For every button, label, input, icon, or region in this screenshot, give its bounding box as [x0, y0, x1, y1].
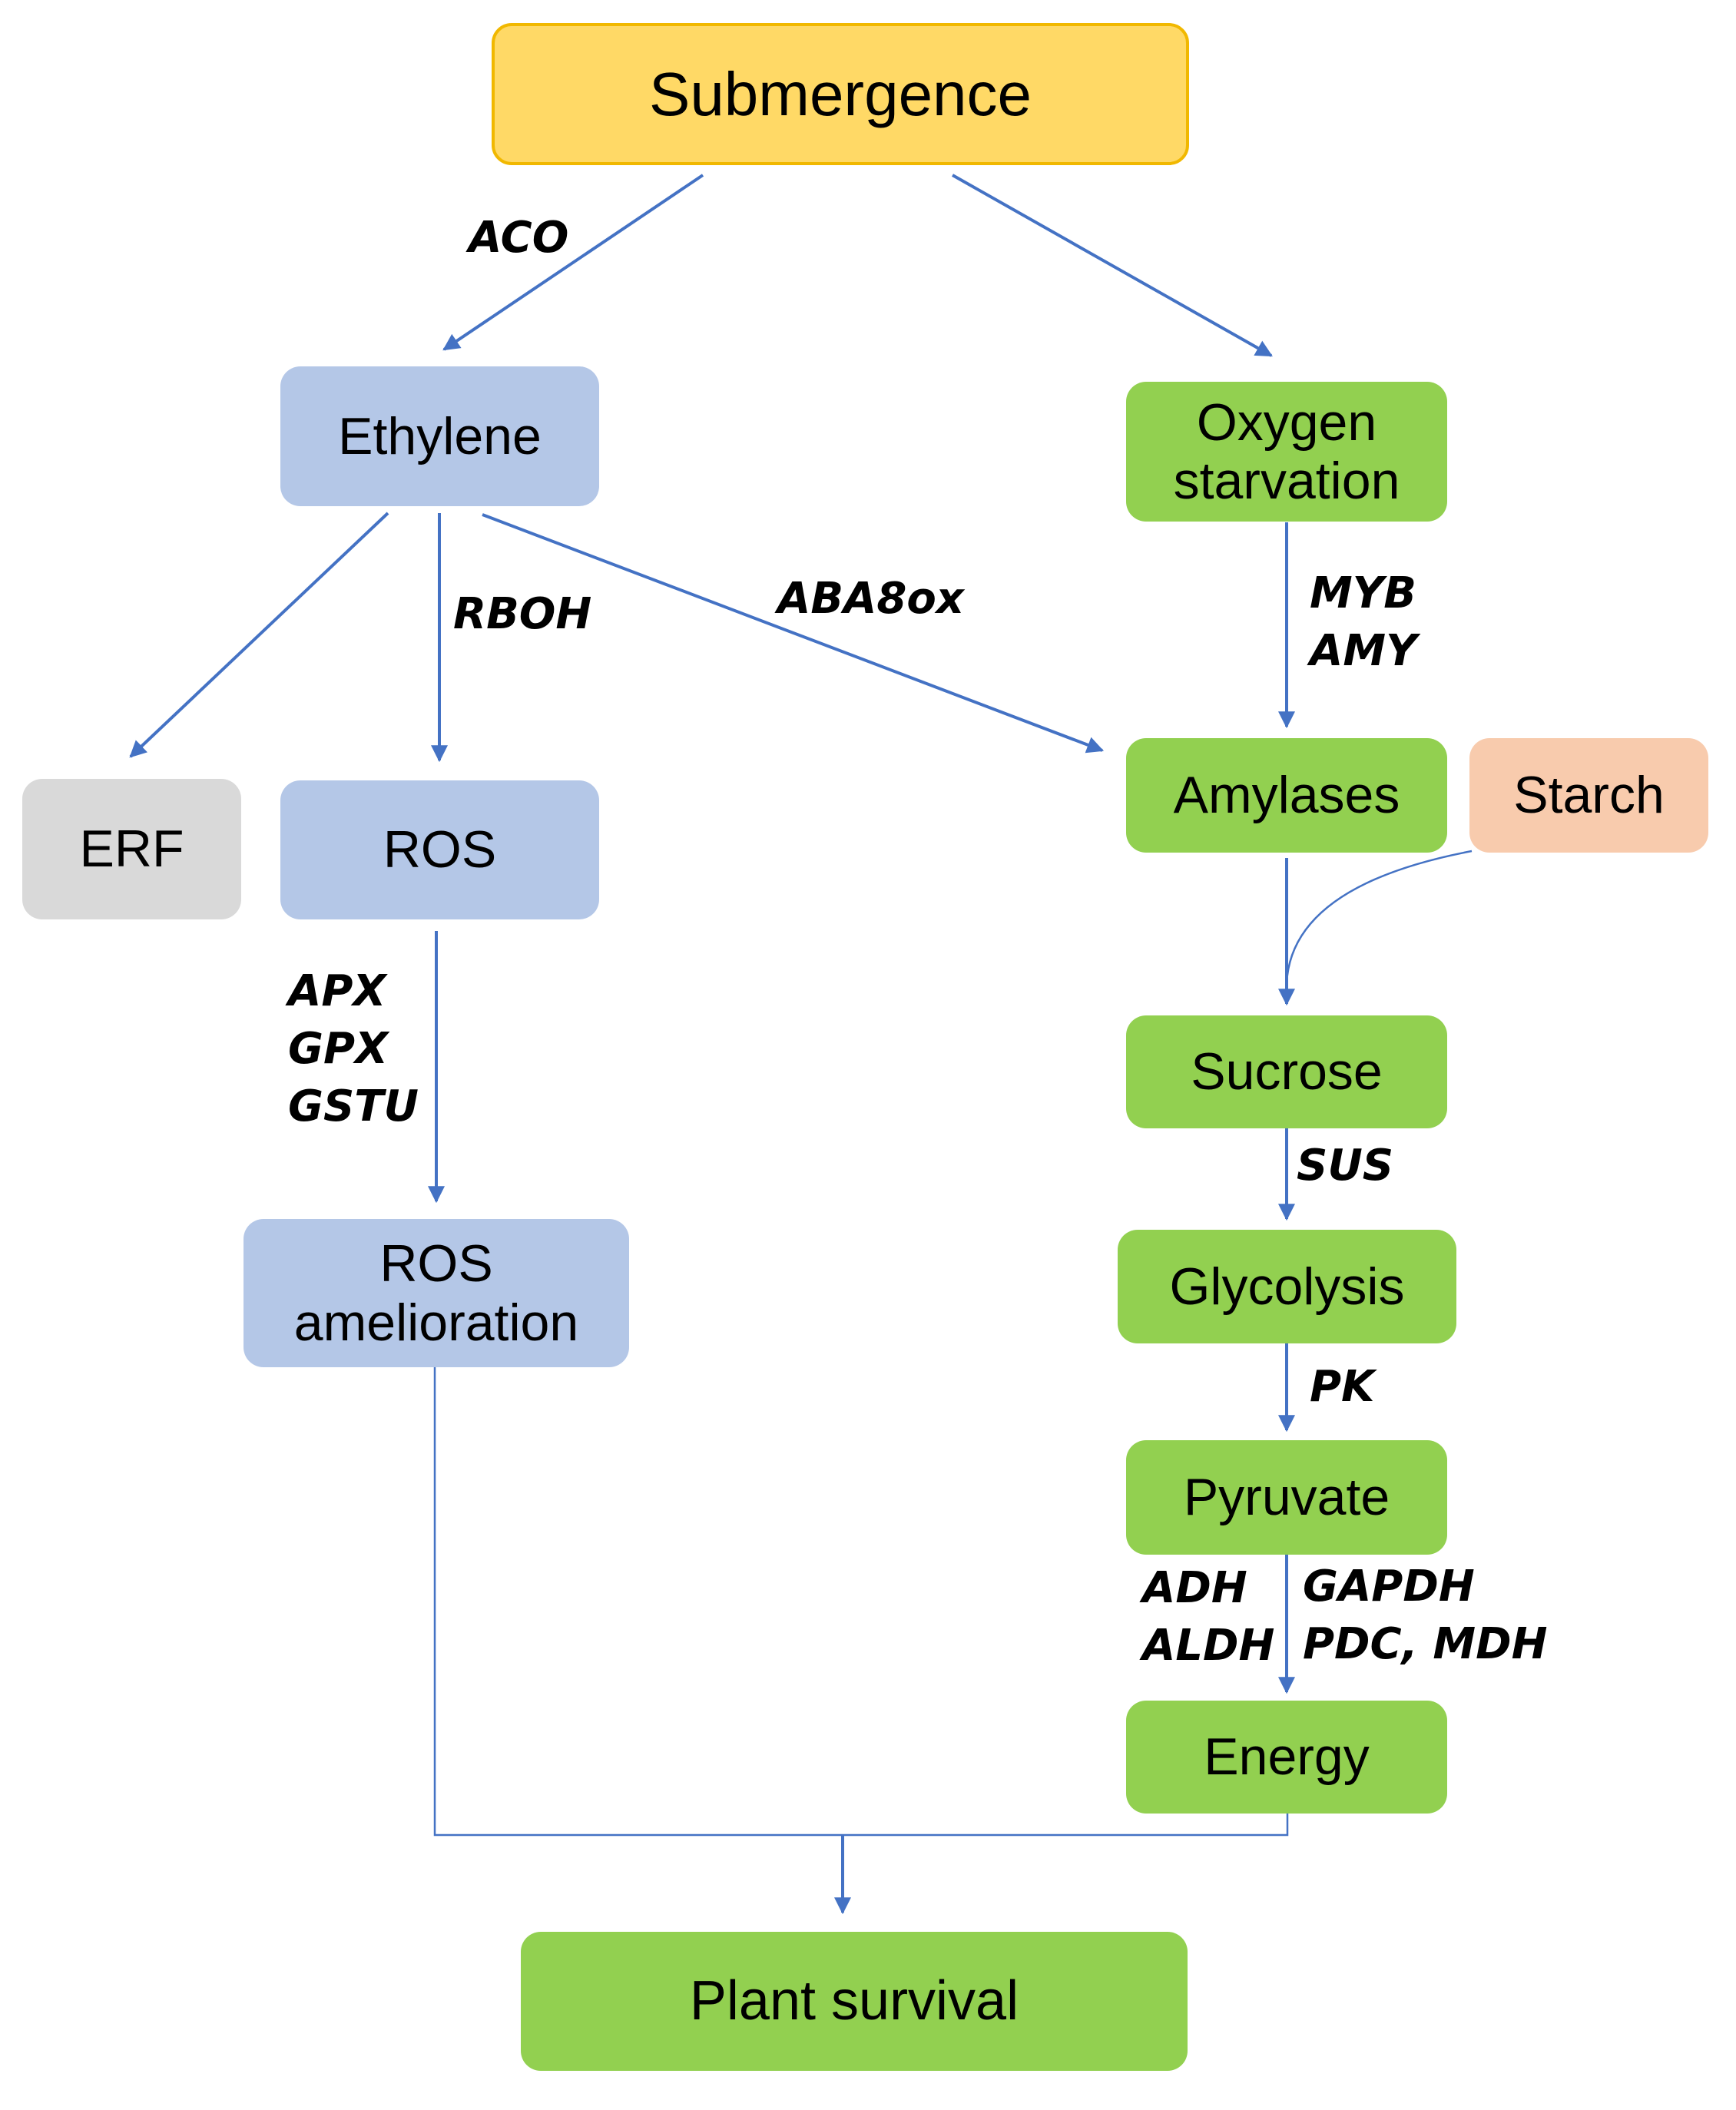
gene-labels-gapdh-pdc-mdh: GAPDH PDC, MDH: [1303, 1558, 1547, 1673]
arrow-submergence-to-oxygen-starvation: [952, 174, 1273, 357]
gene-label-aldh: ALDH: [1142, 1621, 1275, 1671]
arrow-submergence-to-ethylene: [442, 174, 704, 351]
ethylene-label: Ethylene: [338, 406, 542, 465]
amylases-label: Amylases: [1173, 766, 1400, 825]
glycolysis-label: Glycolysis: [1169, 1257, 1405, 1316]
sucrose-node: Sucrose: [1126, 1015, 1447, 1128]
gene-label-gpx: GPX: [288, 1024, 389, 1075]
ethylene-node: Ethylene: [280, 366, 599, 506]
amylases-node: Amylases: [1126, 738, 1447, 853]
ros-amelioration-node: ROS amelioration: [244, 1219, 629, 1367]
submergence-node: Submergence: [492, 23, 1189, 165]
curve-starch-to-sucrose: [1285, 850, 1473, 984]
arrow-ethylene-to-amylases: [482, 513, 1105, 754]
gene-label-amy: AMY: [1310, 626, 1417, 677]
gene-label-aba8ox: ABA8ox: [777, 574, 964, 624]
energy-node: Energy: [1126, 1701, 1447, 1814]
pyruvate-node: Pyruvate: [1126, 1440, 1447, 1555]
oxygen-starvation-label-line2: starvation: [1173, 452, 1400, 510]
ros-node: ROS: [280, 780, 599, 919]
oxygen-starvation-label-line1: Oxygen: [1196, 393, 1377, 452]
erf-node: ERF: [22, 779, 241, 919]
submergence-label: Submergence: [648, 59, 1032, 128]
erf-label: ERF: [79, 820, 184, 879]
glycolysis-node: Glycolysis: [1118, 1230, 1456, 1343]
pyruvate-label: Pyruvate: [1183, 1468, 1390, 1527]
gene-label-gapdh: GAPDH: [1303, 1562, 1475, 1611]
ros-label: ROS: [383, 820, 497, 879]
gene-label-sus: SUS: [1297, 1141, 1394, 1191]
oxygen-starvation-node: Oxygen starvation: [1126, 382, 1447, 522]
plant-survival-node: Plant survival: [521, 1932, 1188, 2071]
gene-label-pk: PK: [1310, 1362, 1375, 1412]
energy-label: Energy: [1204, 1727, 1370, 1787]
gene-label-adh: ADH: [1142, 1563, 1247, 1613]
gene-label-apx: APX: [288, 966, 386, 1016]
gene-label-pdc-mdh: PDC, MDH: [1303, 1619, 1548, 1670]
ros-amelioration-label-line2: amelioration: [293, 1293, 579, 1352]
gene-labels-myb-amy: MYB AMY: [1310, 565, 1417, 680]
gene-label-gstu: GSTU: [288, 1081, 419, 1132]
gene-labels-adh-aldh: ADH ALDH: [1142, 1559, 1274, 1674]
gene-labels-apx-gpx-gstu: APX GPX GSTU: [288, 962, 419, 1135]
gene-label-rboh: RBOH: [453, 589, 592, 639]
gene-label-aco: ACO: [469, 213, 569, 263]
line-join-to-plant-survival: [433, 1367, 1289, 1837]
starch-node: Starch: [1469, 738, 1708, 853]
arrow-ethylene-to-erf: [129, 512, 389, 758]
plant-survival-label: Plant survival: [689, 1970, 1019, 2032]
sucrose-label: Sucrose: [1191, 1042, 1383, 1101]
gene-label-myb: MYB: [1310, 568, 1416, 618]
ros-amelioration-label-line1: ROS: [379, 1234, 493, 1293]
starch-label: Starch: [1513, 766, 1665, 825]
